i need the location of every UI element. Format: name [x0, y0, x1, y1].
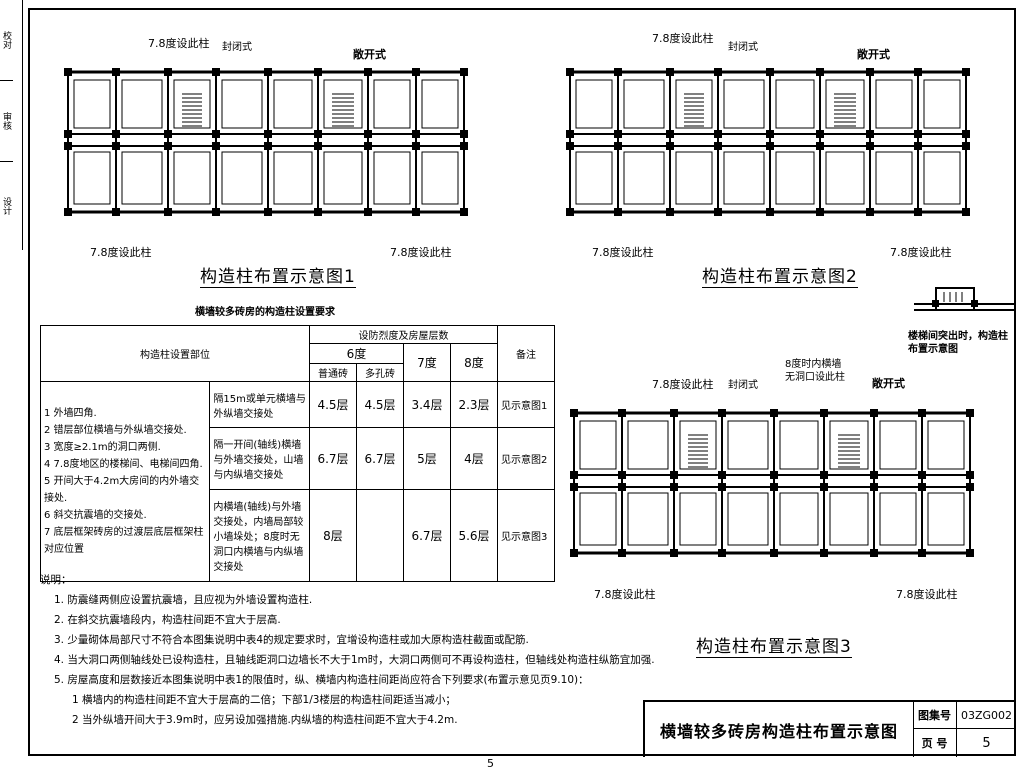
- plan3-label-bottom-right: 7.8度设此柱: [896, 588, 958, 601]
- binding-strip-cell: 审核: [0, 81, 13, 162]
- note-subitem: 2 当外纵墙开间大于3.9m时，应另设加强措施.内纵墙的构造柱间距不宜大于4.2…: [72, 714, 458, 726]
- note-item: 4. 当大洞口两侧轴线处已设构造柱，且轴线距洞口边墙长不大于1m时，大洞口两侧可…: [54, 654, 655, 666]
- plan2-label-closed: 封闭式: [728, 42, 758, 53]
- header-intensity: 设防烈度及房屋层数: [309, 325, 498, 344]
- note-item: 5. 房屋高度和层数接近本图集说明中表1的限值时，纵、横墙内构造柱间距尚应符合下…: [54, 674, 589, 686]
- plan3-label-mid: 8度时内横墙无洞口设此柱: [785, 359, 845, 383]
- requirements-table: 构造柱设置部位 设防烈度及房屋层数 备注 6度 7度 8度 普通砖 多孔砖 1 …: [39, 325, 555, 582]
- common-item: 3 宽度≥2.1m的洞口两侧.: [44, 442, 161, 453]
- plan2-label-bottom-left: 7.8度设此柱: [592, 246, 654, 259]
- plan1-label-bottom-left: 7.8度设此柱: [90, 246, 152, 259]
- header-8deg: 8度: [450, 343, 498, 382]
- note-item: 3. 少量砌体局部尺寸不符合本图集说明中表4的规定要求时，宜增设构造柱或加大原构…: [54, 634, 529, 646]
- page-label: 页 号: [913, 729, 957, 757]
- notes-title: 说明：: [40, 574, 72, 586]
- header-6deg-porous-brick: 多孔砖: [356, 363, 404, 382]
- header-note: 备注: [497, 325, 555, 382]
- drawing-frame: [28, 8, 1016, 756]
- plan2-label-bottom-right: 7.8度设此柱: [890, 246, 952, 259]
- row2-note: 见示意图2: [497, 427, 555, 490]
- table-title: 横墙较多砖房的构造柱设置要求: [195, 307, 335, 318]
- row1-note: 见示意图1: [497, 381, 555, 428]
- row3-7: 6.7层: [403, 489, 451, 582]
- note-subitem: 1 横墙内的构造柱间距不宜大于层高的二倍；下部1/3楼层的构造柱间距适当减小；: [72, 694, 456, 706]
- common-item: 7 底层框架砖房的过渡层底层框架柱对应位置: [44, 527, 204, 555]
- plan3-label-closed: 封闭式: [728, 380, 758, 391]
- row3-note: 见示意图3: [497, 489, 555, 582]
- header-7deg: 7度: [403, 343, 451, 382]
- floor-plan-1: [64, 68, 468, 216]
- floor-plan-3: [570, 409, 974, 557]
- plan1-label-bottom-right: 7.8度设此柱: [390, 246, 452, 259]
- plan1-label-closed: 封闭式: [222, 42, 252, 53]
- plan1-label-open: 敞开式: [353, 48, 386, 61]
- row3-position: 内横墙(轴线)与外墙交接处，内墙局部较小墙垛处；8度时无洞口内横墙与内纵墙交接处: [209, 489, 310, 582]
- row3-6b: [356, 489, 404, 582]
- plan3-label-bottom-left: 7.8度设此柱: [594, 588, 656, 601]
- plan3-caption: 构造柱布置示意图3: [696, 632, 852, 658]
- row1-6b: 4.5层: [356, 381, 404, 428]
- header-6deg-common-brick: 普通砖: [309, 363, 357, 382]
- common-item: 4 7.8度地区的楼梯间、电梯间四角.: [44, 459, 203, 470]
- row2-8: 4层: [450, 427, 498, 490]
- plan3-label-open: 敞开式: [872, 377, 905, 390]
- row2-6b: 6.7层: [356, 427, 404, 490]
- common-item: 5 开间大于4.2m大房间的内外墙交接处.: [44, 476, 200, 504]
- page-value: 5: [982, 735, 991, 751]
- row1-6a: 4.5层: [309, 381, 357, 428]
- page-number: 5: [487, 757, 494, 770]
- notes-section: 说明： 1. 防震缝两侧应设置抗震墙，且应视为外墙设置构造柱. 2. 在斜交抗震…: [40, 572, 655, 730]
- row3-8: 5.6层: [450, 489, 498, 582]
- binding-strip-cell: 校对: [0, 0, 13, 81]
- binding-strip: 校对 审核 设计: [0, 0, 23, 250]
- common-items-cell: 1 外墙四角. 2 错层部位横墙与外纵墙交接处. 3 宽度≥2.1m的洞口两侧.…: [39, 381, 211, 582]
- header-position: 构造柱设置部位: [40, 325, 310, 382]
- header-6deg: 6度: [309, 343, 404, 364]
- row2-6a: 6.7层: [309, 427, 357, 490]
- title-block: 横墙较多砖房构造柱布置示意图 图集号 03ZG002 页 号 5: [643, 700, 1016, 757]
- binding-strip-cell: 设计: [1, 197, 11, 215]
- common-item: 1 外墙四角.: [44, 408, 97, 419]
- atlas-label: 图集号: [913, 702, 957, 729]
- plan2-caption: 构造柱布置示意图2: [702, 262, 858, 288]
- row2-7: 5层: [403, 427, 451, 490]
- floor-plan-2: [566, 68, 970, 216]
- row2-position: 隔一开间(轴线)横墙与外墙交接处，山墙与内纵墙交接处: [209, 427, 310, 490]
- inset-label: 楼梯间突出时，构造柱布置示意图: [908, 331, 1008, 355]
- row1-7: 3.4层: [403, 381, 451, 428]
- plan3-label-top: 7.8度设此柱: [652, 378, 714, 391]
- common-item: 6 斜交抗震墙的交接处.: [44, 510, 147, 521]
- row1-position: 隔15m或单元横墙与外纵墙交接处: [209, 381, 310, 428]
- drawing-title: 横墙较多砖房构造柱布置示意图: [645, 702, 914, 757]
- plan2-label-top: 7.8度设此柱: [652, 32, 714, 45]
- row1-8: 2.3层: [450, 381, 498, 428]
- stair-inset-diagram: [914, 287, 1014, 311]
- row3-6a: 8层: [309, 489, 357, 582]
- plan2-label-open: 敞开式: [857, 48, 890, 61]
- plan1-caption: 构造柱布置示意图1: [200, 262, 356, 288]
- atlas-value: 03ZG002: [957, 702, 1016, 729]
- note-item: 2. 在斜交抗震墙段内，构造柱间距不宜大于层高.: [54, 614, 281, 626]
- plan1-label-top: 7.8度设此柱: [148, 37, 210, 50]
- common-item: 2 错层部位横墙与外纵墙交接处.: [44, 425, 187, 436]
- note-item: 1. 防震缝两侧应设置抗震墙，且应视为外墙设置构造柱.: [54, 594, 313, 606]
